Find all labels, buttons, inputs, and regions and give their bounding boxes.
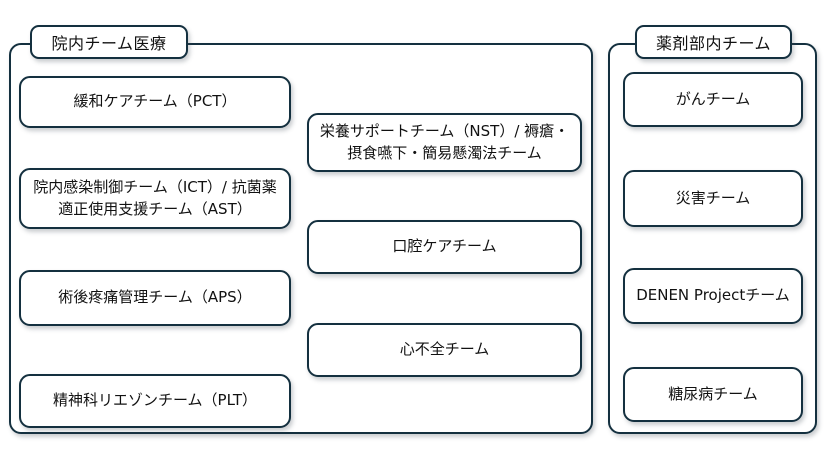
team-box-psychiatric-liaison-label: 精神科リエゾンチーム（PLT） xyxy=(52,391,258,410)
team-box-nutrition-support-label: 栄養サポートチーム（NST）/ 褥瘡・ 摂食嚥下・簡易懸濁法チーム xyxy=(319,121,570,162)
group-title-hospital: 院内チーム医療 xyxy=(30,25,188,59)
team-box-diabetes: 糖尿病チーム xyxy=(623,367,803,422)
team-box-acute-pain-service-label: 術後疼痛管理チーム（APS） xyxy=(58,288,252,307)
team-box-oral-care: 口腔ケアチーム xyxy=(307,220,582,274)
team-box-denen-project-label: DENEN Projectチーム xyxy=(636,286,790,305)
team-box-heart-failure-label: 心不全チーム xyxy=(399,340,490,359)
team-box-heart-failure: 心不全チーム xyxy=(307,323,582,377)
team-box-infection-control: 院内感染制御チーム（ICT）/ 抗菌薬 適正使用支援チーム（AST） xyxy=(19,168,291,229)
team-box-infection-control-label: 院内感染制御チーム（ICT）/ 抗菌薬 適正使用支援チーム（AST） xyxy=(33,177,277,218)
team-box-psychiatric-liaison: 精神科リエゾンチーム（PLT） xyxy=(19,374,291,428)
team-box-denen-project: DENEN Projectチーム xyxy=(623,268,803,324)
team-box-palliative-care-label: 緩和ケアチーム（PCT） xyxy=(73,92,237,111)
group-title-hospital-label: 院内チーム医療 xyxy=(51,34,167,53)
team-box-oral-care-label: 口腔ケアチーム xyxy=(392,237,497,256)
team-box-cancer-label: がんチーム xyxy=(675,89,751,108)
team-box-palliative-care: 緩和ケアチーム（PCT） xyxy=(19,76,291,128)
group-title-pharmacy-label: 薬剤部内チーム xyxy=(655,34,772,53)
group-title-pharmacy: 薬剤部内チーム xyxy=(635,25,792,59)
team-box-disaster: 災害チーム xyxy=(623,170,803,227)
team-box-disaster-label: 災害チーム xyxy=(675,188,751,207)
team-box-nutrition-support: 栄養サポートチーム（NST）/ 褥瘡・ 摂食嚥下・簡易懸濁法チーム xyxy=(307,113,582,172)
team-box-acute-pain-service: 術後疼痛管理チーム（APS） xyxy=(19,270,291,326)
team-box-cancer: がんチーム xyxy=(623,72,803,127)
team-box-diabetes-label: 糖尿病チーム xyxy=(668,384,758,403)
